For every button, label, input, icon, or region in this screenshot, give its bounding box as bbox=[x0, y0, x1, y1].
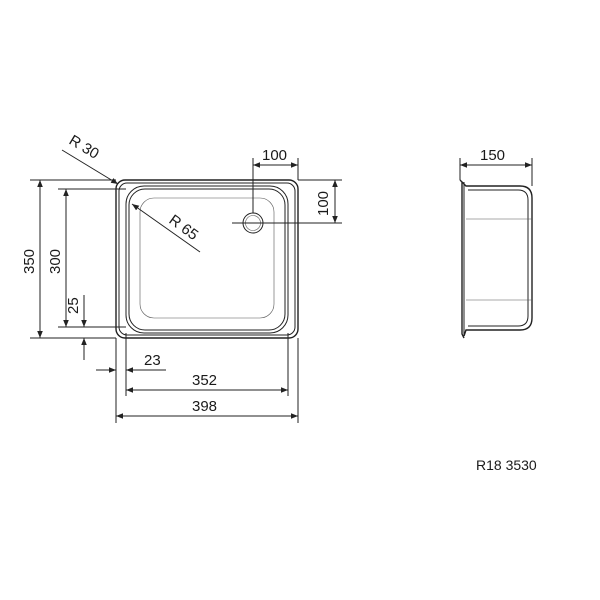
bowl-inner-outline bbox=[128, 188, 286, 331]
dim-bowl-height: 300 bbox=[47, 249, 64, 274]
dim-drain-offset-x: 100 bbox=[262, 147, 287, 164]
dim-radius-outer: R 30 bbox=[66, 132, 102, 163]
top-view: 100 100 R 30 R 65 350 300 25 23 bbox=[21, 132, 342, 423]
bowl-bottom-outline bbox=[139, 197, 275, 319]
dim-bottom-offset: 25 bbox=[65, 297, 82, 314]
side-bowl-profile bbox=[461, 181, 533, 337]
bowl-outline bbox=[125, 185, 289, 334]
model-code: R18 3530 bbox=[476, 457, 537, 473]
dim-drain-offset-y: 100 bbox=[315, 191, 332, 216]
dim-outer-width: 398 bbox=[192, 398, 217, 415]
dim-depth: 150 bbox=[480, 147, 505, 164]
dim-outer-height: 350 bbox=[21, 249, 38, 274]
dim-radius-inner: R 65 bbox=[166, 211, 202, 243]
dim-bowl-width: 352 bbox=[192, 372, 217, 389]
dim-left-offset: 23 bbox=[144, 352, 161, 369]
sink-rim-inner-edge bbox=[118, 182, 296, 336]
side-rim-flange bbox=[459, 179, 465, 339]
sink-outer-rim bbox=[115, 179, 299, 339]
side-view: 150 bbox=[459, 147, 533, 339]
